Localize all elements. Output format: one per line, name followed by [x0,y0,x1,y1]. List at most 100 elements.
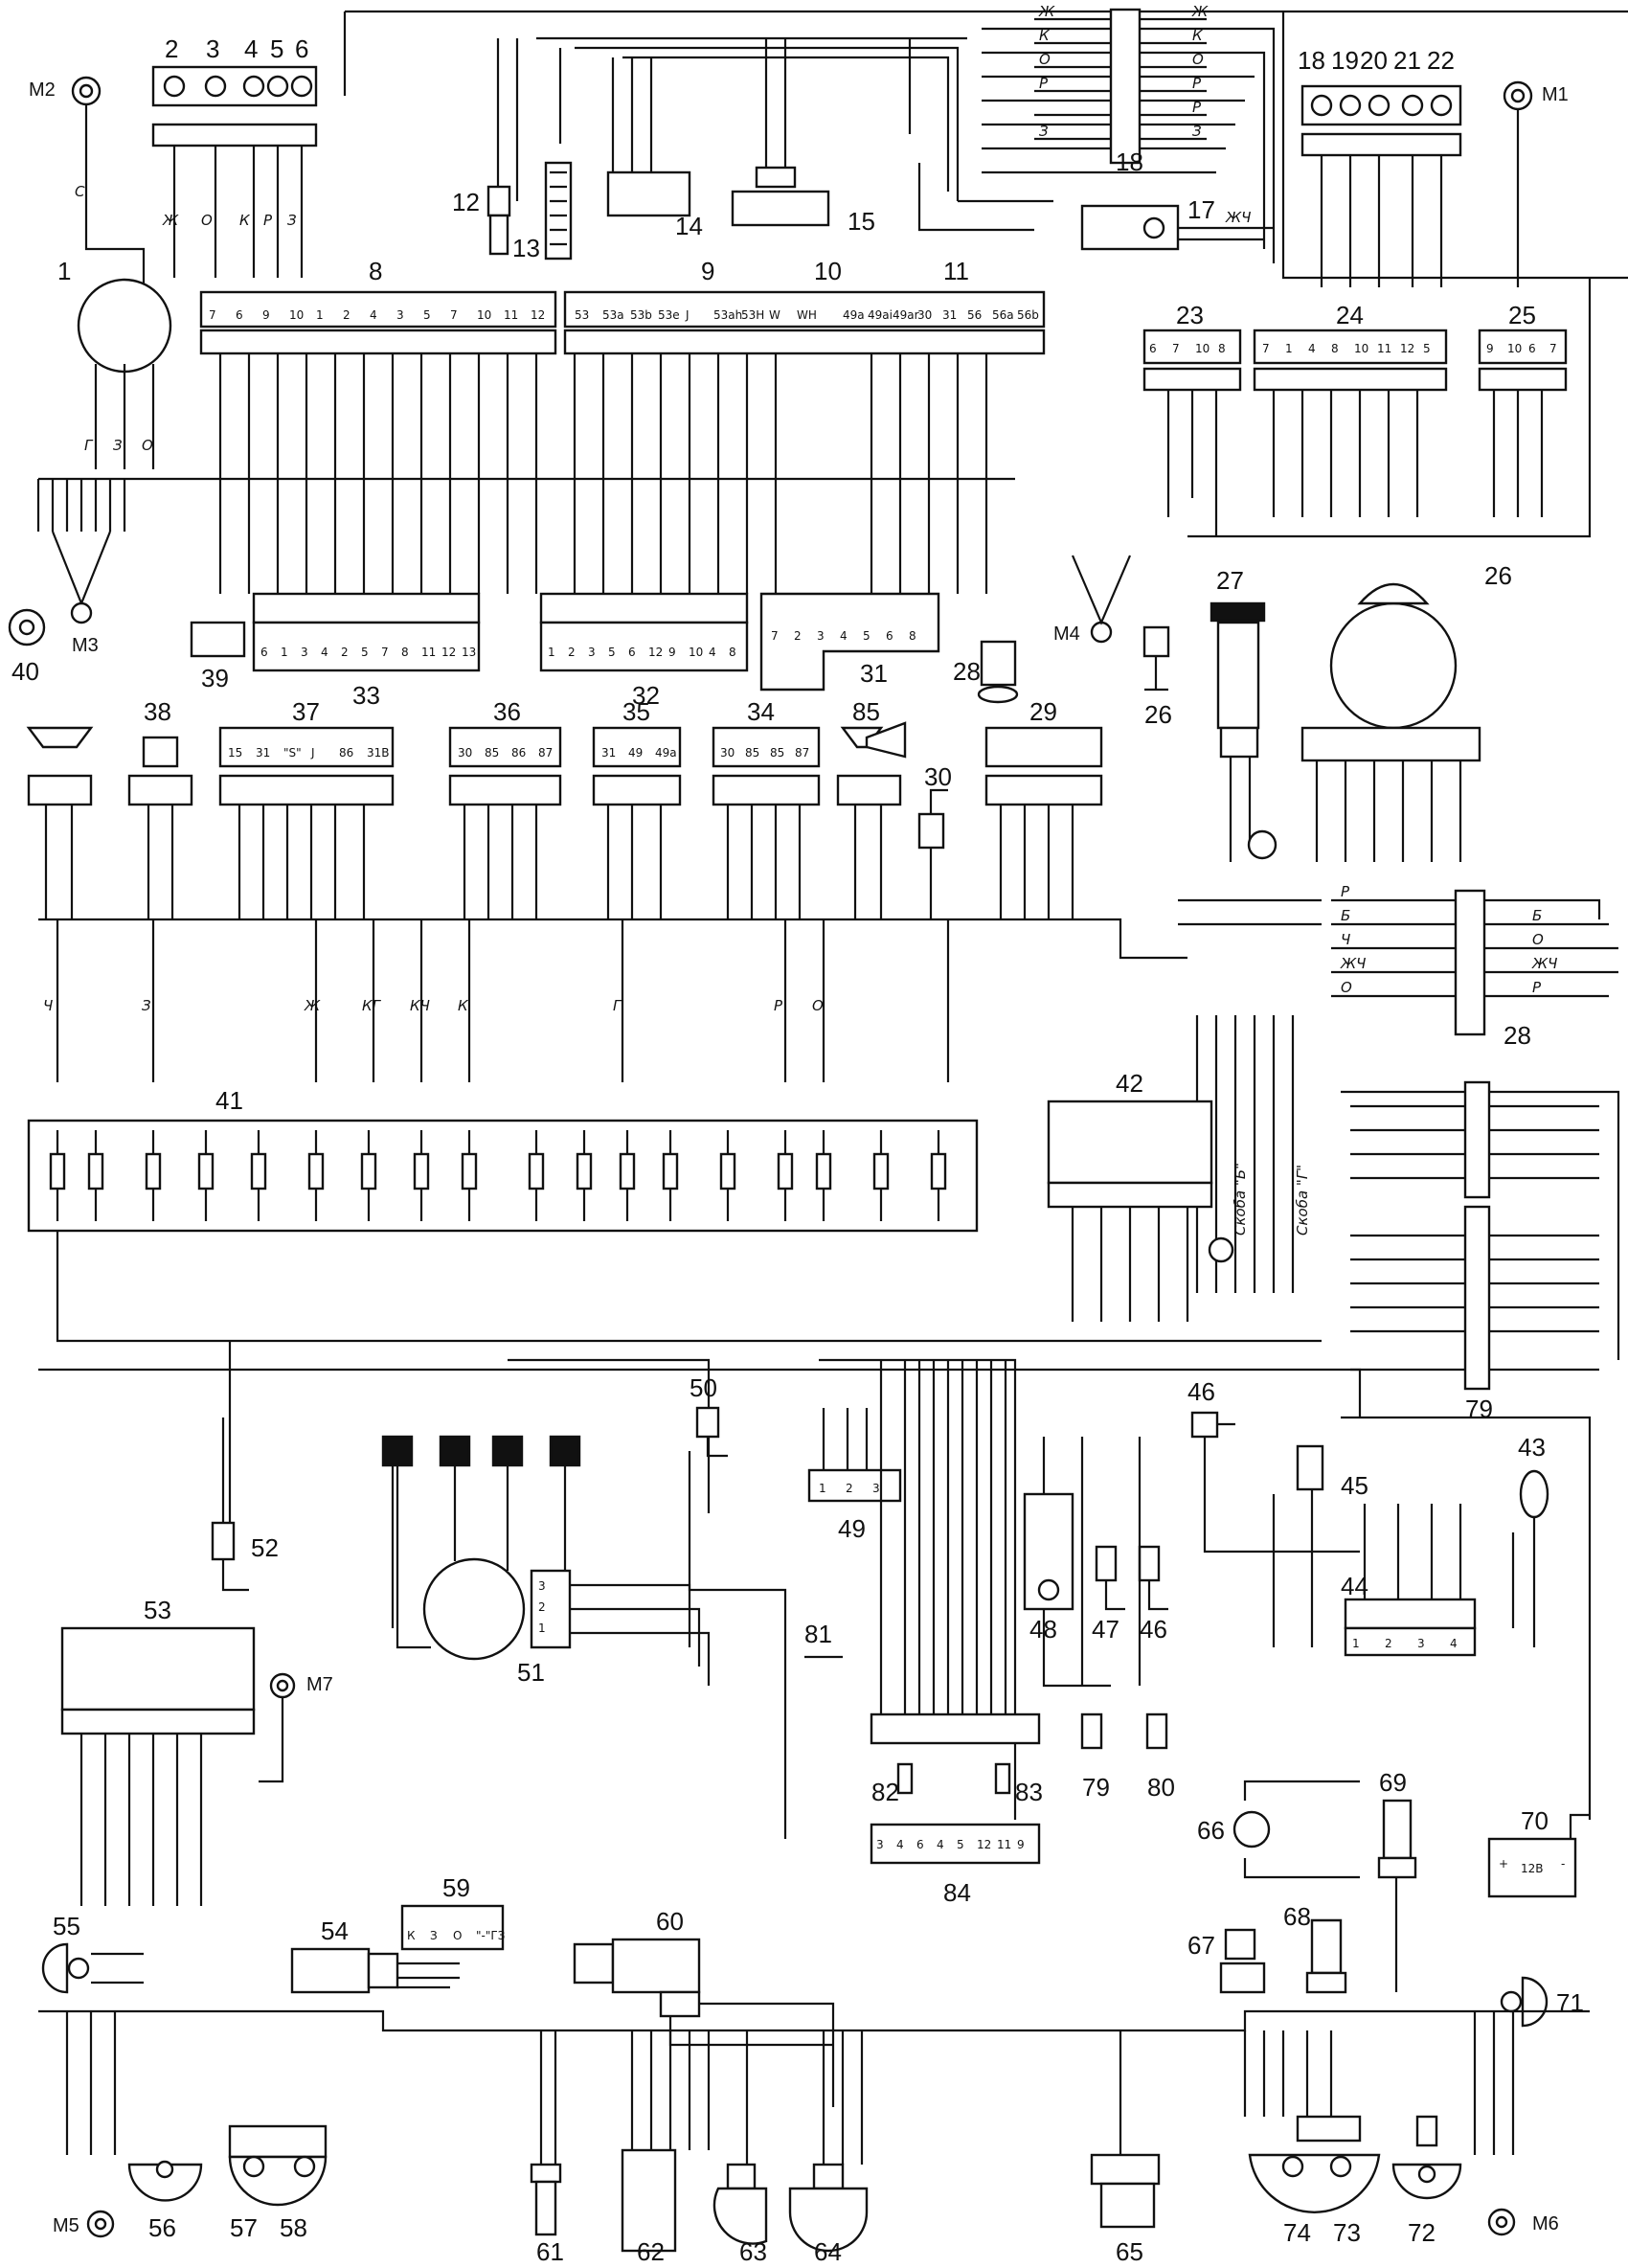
pin-label: 3 [1417,1637,1425,1650]
switch-block-18-22: 18 19 20 21 22 [1298,46,1462,287]
label-53: 50 [690,1373,717,1402]
fuse [576,1152,593,1191]
pin-label: 9 [1017,1838,1025,1851]
component-27: 27 [1210,566,1278,862]
svg-text:З: З [1039,123,1049,140]
pin-label: 10 [477,308,491,322]
pin-label: 31B [367,746,390,760]
label-37: 35 [622,697,650,726]
label-31: 28 [953,657,981,686]
pin-label: 3 [301,646,308,659]
pin-label: 8 [401,646,409,659]
pin-label: 30 [720,746,735,760]
label-47: 45 [1341,1471,1368,1500]
pin-label: 7 [771,629,779,643]
bracket-junction: Скоба "Б" Скоба "Г" [1178,898,1620,1360]
fuse [777,1152,794,1191]
connector-80: 81 [804,1620,843,1659]
lamp-60-61: 57 58 [228,2124,328,2242]
component-71: 68 [1283,1902,1347,1994]
svg-text:M3: M3 [72,635,99,656]
svg-text:КГ: КГ [362,997,382,1014]
label-72: 69 [1379,1768,1407,1797]
top-wiring [343,10,1628,280]
pin-label: "-"ГЗ [476,1929,505,1942]
connector-23-25: 23 24 25 [1142,301,1568,536]
pin-label: 87 [538,746,553,760]
pin-label: 2 [794,629,802,643]
pin-label: 7 [1549,342,1557,355]
pin-label: 5 [361,646,369,659]
label-25: 25 [1508,301,1536,329]
pin-label: 8 [1331,342,1339,355]
pin-label: WH [797,308,817,322]
ground-M3: M3 [51,531,112,656]
component-53: 50 [688,1373,787,1839]
relay-38: 36 [448,697,562,919]
pin-label: 6 [886,629,893,643]
component-64: 61 [530,2163,564,2266]
label-39: 37 [292,697,320,726]
label-19: 19 [1331,46,1359,75]
svg-text:Р: Р [1192,75,1202,92]
label-8: 8 [369,257,382,285]
pin-label: 53ah [713,308,742,322]
label-35: 33 [352,681,380,710]
pin-label: 49ai [868,308,893,322]
pin-label: 2 [538,1600,546,1614]
label-30: 29 [1029,697,1057,726]
label-68: 65 [1116,2237,1143,2266]
label-67: 64 [814,2237,842,2266]
pin-label: 12 [531,308,545,322]
pin-label: 1 [281,646,288,659]
component-31: 28 [953,640,1019,704]
ground-M5: M5 [53,2210,115,2238]
pin-label: 31 [942,308,957,322]
pin-label: 3 [817,629,825,643]
switch-78: 79 [1080,1712,1110,1802]
label-49: 46 [1140,1615,1167,1644]
label-9: 9 [701,257,714,285]
pin-label: 30 [917,308,932,322]
pin-label: 1 [316,308,324,322]
pin-label: К [407,1929,416,1942]
component-85 [26,726,94,919]
svg-text:О: О [1532,931,1544,948]
lamp-75: 72 [1391,2115,1462,2247]
label-80: 81 [804,1620,832,1648]
pin-label: 56b [1017,308,1039,322]
label-34: 32 [632,681,660,710]
component-72: 69 [1377,1768,1417,1992]
pin-label: 4 [840,629,848,643]
label-14: 14 [675,212,703,240]
switch-79: 80 [1145,1712,1175,1802]
connector-62: 59 [400,1873,505,1951]
pin-label: 6 [916,1838,924,1851]
fuse [528,1152,545,1191]
pin-label: 11 [421,646,436,659]
pin-label: 6 [1528,342,1536,355]
svg-text:К: К [1039,27,1051,44]
pin-label: 85 [770,746,784,760]
label-20: 20 [1360,46,1388,75]
pin-label: 1 [538,1622,546,1635]
harness-bottom [38,2009,1590,2165]
component-17: 17 ЖЧ [1080,195,1274,251]
pin-label: 6 [260,646,268,659]
pin-label: 49ar [893,308,919,322]
label-62: 59 [442,1873,470,1902]
pin-label: 56a [992,308,1014,322]
pin-label: 4 [896,1838,904,1851]
pin-label: 5 [1423,342,1431,355]
pin-label: 2 [343,308,350,322]
pin-label: 8 [909,629,916,643]
label-61: 58 [280,2213,307,2242]
svg-text:Б: Б [1341,907,1350,924]
component-57: 54 [290,1916,460,1994]
connector-header-8: 8 [199,257,557,355]
label-12: 12 [452,188,480,216]
label-70: 67 [1187,1931,1215,1960]
svg-text:M7: M7 [306,1674,333,1695]
pin-label: 3 [876,1838,884,1851]
connector-34: 32 [539,592,749,710]
